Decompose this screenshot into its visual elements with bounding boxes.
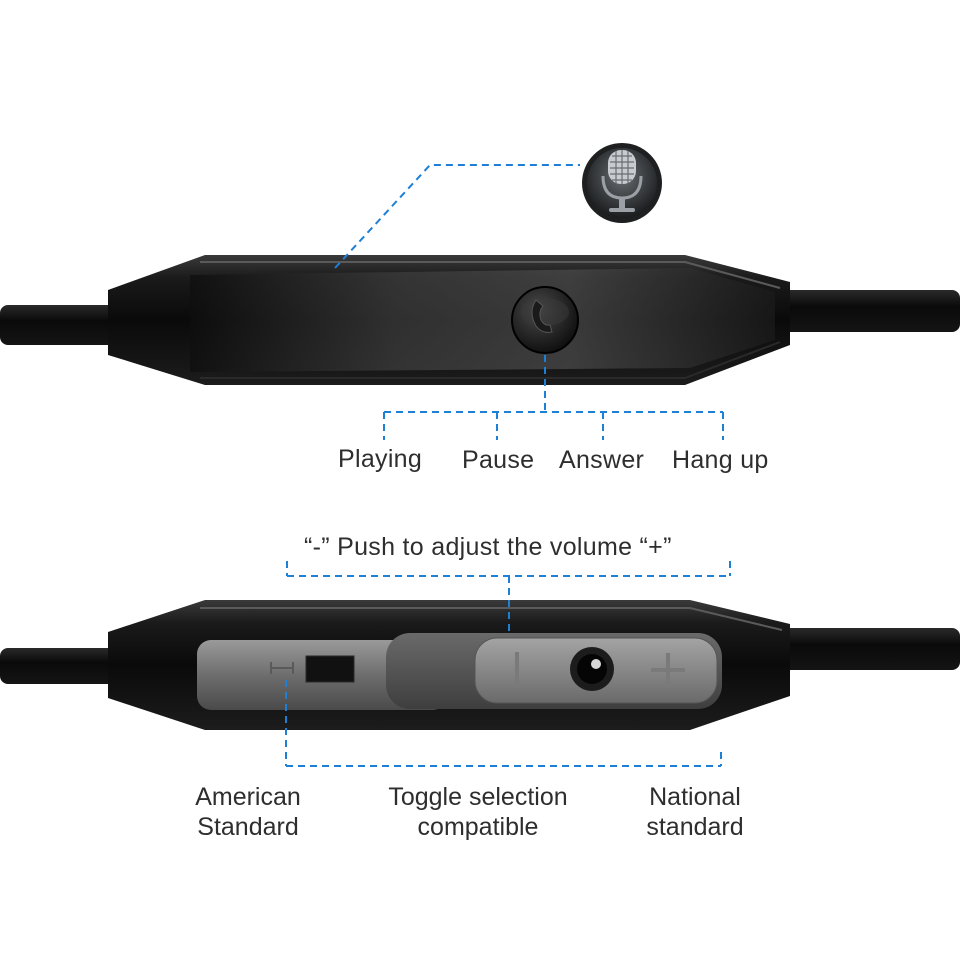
label-national-standard: National standard — [630, 782, 760, 842]
american-line1: American — [195, 783, 301, 811]
toggle-line2: compatible — [417, 813, 539, 841]
toggle-i-icon — [270, 662, 294, 674]
microphone-badge — [582, 143, 662, 223]
label-playing: Playing — [338, 445, 423, 473]
toggle-line1: Toggle selection — [388, 783, 568, 811]
cable-left-bottom — [0, 648, 115, 684]
plus-icon[interactable] — [651, 653, 685, 687]
american-line2: Standard — [197, 813, 299, 841]
volume-caption: “-” Push to adjust the volume “+” — [304, 533, 672, 561]
mic-hole — [570, 647, 614, 691]
cable-right-top — [780, 290, 960, 332]
multifunction-button[interactable] — [511, 286, 579, 354]
label-pause: Pause — [462, 446, 535, 474]
cable-left-top — [0, 305, 115, 345]
volume-rocker[interactable] — [386, 633, 722, 709]
cable-right-bottom — [780, 628, 960, 670]
toggle-switch-panel[interactable] — [197, 640, 447, 710]
bottom-remote — [0, 600, 960, 730]
label-american-standard: American Standard — [178, 782, 318, 842]
leader-lines-top — [334, 164, 724, 440]
microphone-icon — [601, 150, 643, 212]
national-line1: National — [649, 783, 741, 811]
label-answer: Answer — [559, 446, 645, 474]
phone-icon — [531, 299, 553, 333]
label-hang-up: Hang up — [672, 446, 769, 474]
label-toggle-selection: Toggle selection compatible — [368, 782, 588, 842]
leader-lines-bottom — [285, 561, 731, 767]
national-line2: standard — [646, 813, 744, 841]
toggle-slider[interactable] — [305, 655, 355, 683]
top-remote — [0, 255, 960, 385]
